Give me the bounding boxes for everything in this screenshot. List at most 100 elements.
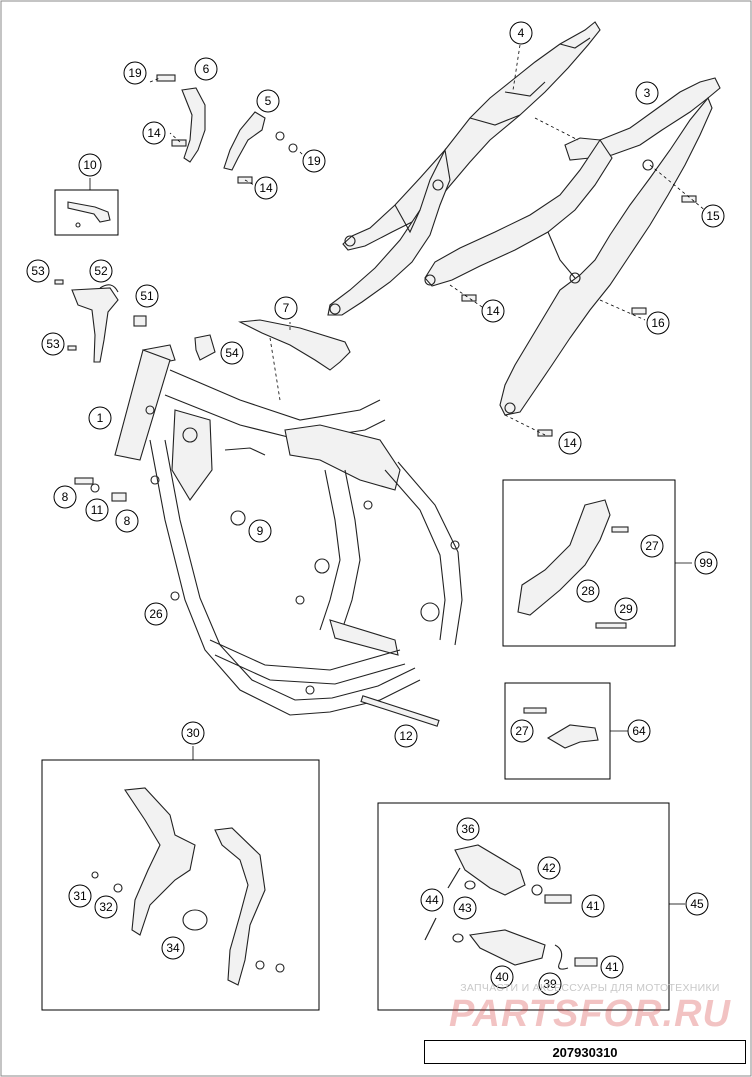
callout-label: 10 bbox=[83, 158, 97, 172]
callout-circle bbox=[394, 724, 418, 748]
callout-c16: 16 bbox=[646, 311, 670, 335]
callout-label: 43 bbox=[458, 901, 472, 915]
callout-circle bbox=[481, 299, 505, 323]
callout-label: 1 bbox=[97, 411, 104, 425]
callout-label: 64 bbox=[632, 724, 646, 738]
callout-circle bbox=[694, 551, 718, 575]
callout-label: 40 bbox=[495, 970, 509, 984]
callout-label: 39 bbox=[543, 977, 557, 991]
callout-label: 52 bbox=[94, 264, 108, 278]
callout-c53a: 53 bbox=[26, 259, 50, 283]
callout-circle bbox=[600, 955, 624, 979]
callout-circle bbox=[685, 892, 709, 916]
watermark-tagline: ЗАПЧАСТИ И АКСЕССУАРЫ ДЛЯ МОТОТЕХНИКИ bbox=[460, 982, 720, 994]
callout-label: 14 bbox=[563, 436, 577, 450]
callout-circle bbox=[510, 719, 534, 743]
callout-circle bbox=[453, 896, 477, 920]
callout-label: 27 bbox=[515, 724, 529, 738]
callout-label: 27 bbox=[645, 539, 659, 553]
callout-circle bbox=[490, 965, 514, 989]
callout-c31: 31 bbox=[68, 884, 92, 908]
callout-label: 15 bbox=[706, 209, 720, 223]
callout-circle bbox=[581, 894, 605, 918]
callout-circle bbox=[94, 895, 118, 919]
callout-label: 53 bbox=[46, 337, 60, 351]
callout-c10: 10 bbox=[78, 153, 102, 177]
misc-hardware bbox=[74, 195, 697, 727]
callout-label: 53 bbox=[31, 264, 45, 278]
callout-circle bbox=[254, 176, 278, 200]
callout-circle bbox=[53, 485, 77, 509]
callout-c14b: 14 bbox=[254, 176, 278, 200]
callout-c28: 28 bbox=[576, 579, 600, 603]
bracket-parts bbox=[156, 74, 298, 184]
callout-circle bbox=[576, 579, 600, 603]
callout-circle bbox=[41, 332, 65, 356]
callout-circle bbox=[558, 431, 582, 455]
callout-label: 14 bbox=[259, 181, 273, 195]
drawing-code: 207930310 bbox=[424, 1040, 746, 1064]
callout-circle bbox=[537, 856, 561, 880]
callout-circle bbox=[142, 121, 166, 145]
callout-c19b: 19 bbox=[302, 149, 326, 173]
callout-c42: 42 bbox=[537, 856, 561, 880]
callout-circle bbox=[144, 602, 168, 626]
callout-label: 41 bbox=[605, 960, 619, 974]
callout-label: 14 bbox=[147, 126, 161, 140]
callout-c40: 40 bbox=[490, 965, 514, 989]
callout-circle bbox=[274, 296, 298, 320]
callout-label: 4 bbox=[518, 26, 525, 40]
kit-30-box bbox=[41, 746, 320, 1011]
callout-c14c: 14 bbox=[481, 299, 505, 323]
callout-circle bbox=[78, 153, 102, 177]
callout-circle bbox=[538, 972, 562, 996]
callout-c14a: 14 bbox=[142, 121, 166, 145]
callout-label: 12 bbox=[399, 729, 413, 743]
watermark-brand: PARTSFOR.RU bbox=[449, 993, 731, 1035]
callout-label: 51 bbox=[140, 289, 154, 303]
callout-circle bbox=[635, 81, 659, 105]
callout-c54: 54 bbox=[220, 341, 244, 365]
callout-label: 3 bbox=[644, 86, 651, 100]
callout-circle bbox=[89, 259, 113, 283]
callout-label: 30 bbox=[186, 726, 200, 740]
leader-lines bbox=[149, 44, 713, 436]
callout-c43: 43 bbox=[453, 896, 477, 920]
callout-c30: 30 bbox=[181, 721, 205, 745]
callout-c4: 4 bbox=[509, 21, 533, 45]
callout-label: 42 bbox=[542, 861, 556, 875]
kit-99-box bbox=[502, 479, 692, 647]
callout-circle bbox=[701, 204, 725, 228]
callout-c27a: 27 bbox=[640, 534, 664, 558]
callout-c11: 11 bbox=[85, 498, 109, 522]
callout-circle bbox=[420, 888, 444, 912]
callout-c36: 36 bbox=[456, 817, 480, 841]
callout-label: 6 bbox=[203, 62, 210, 76]
callout-c29: 29 bbox=[614, 597, 638, 621]
callout-circle bbox=[161, 936, 185, 960]
callout-circle bbox=[302, 149, 326, 173]
callout-c64: 64 bbox=[627, 719, 651, 743]
callout-circle bbox=[646, 311, 670, 335]
callout-label: 9 bbox=[257, 524, 264, 538]
callout-label: 45 bbox=[690, 897, 704, 911]
callout-c26: 26 bbox=[144, 602, 168, 626]
callout-c8b: 8 bbox=[115, 509, 139, 533]
callout-c53b: 53 bbox=[41, 332, 65, 356]
callout-c51: 51 bbox=[135, 284, 159, 308]
callout-c32: 32 bbox=[94, 895, 118, 919]
callout-label: 14 bbox=[486, 304, 500, 318]
callout-label: 99 bbox=[699, 556, 713, 570]
kit-64-box bbox=[504, 682, 628, 780]
callout-label: 41 bbox=[586, 899, 600, 913]
callout-c15: 15 bbox=[701, 204, 725, 228]
callout-circle bbox=[220, 341, 244, 365]
callout-c52: 52 bbox=[89, 259, 113, 283]
callout-label: 8 bbox=[124, 514, 131, 528]
callout-c1: 1 bbox=[88, 406, 112, 430]
callout-label: 32 bbox=[99, 900, 113, 914]
callout-circle bbox=[627, 719, 651, 743]
callout-circle bbox=[26, 259, 50, 283]
